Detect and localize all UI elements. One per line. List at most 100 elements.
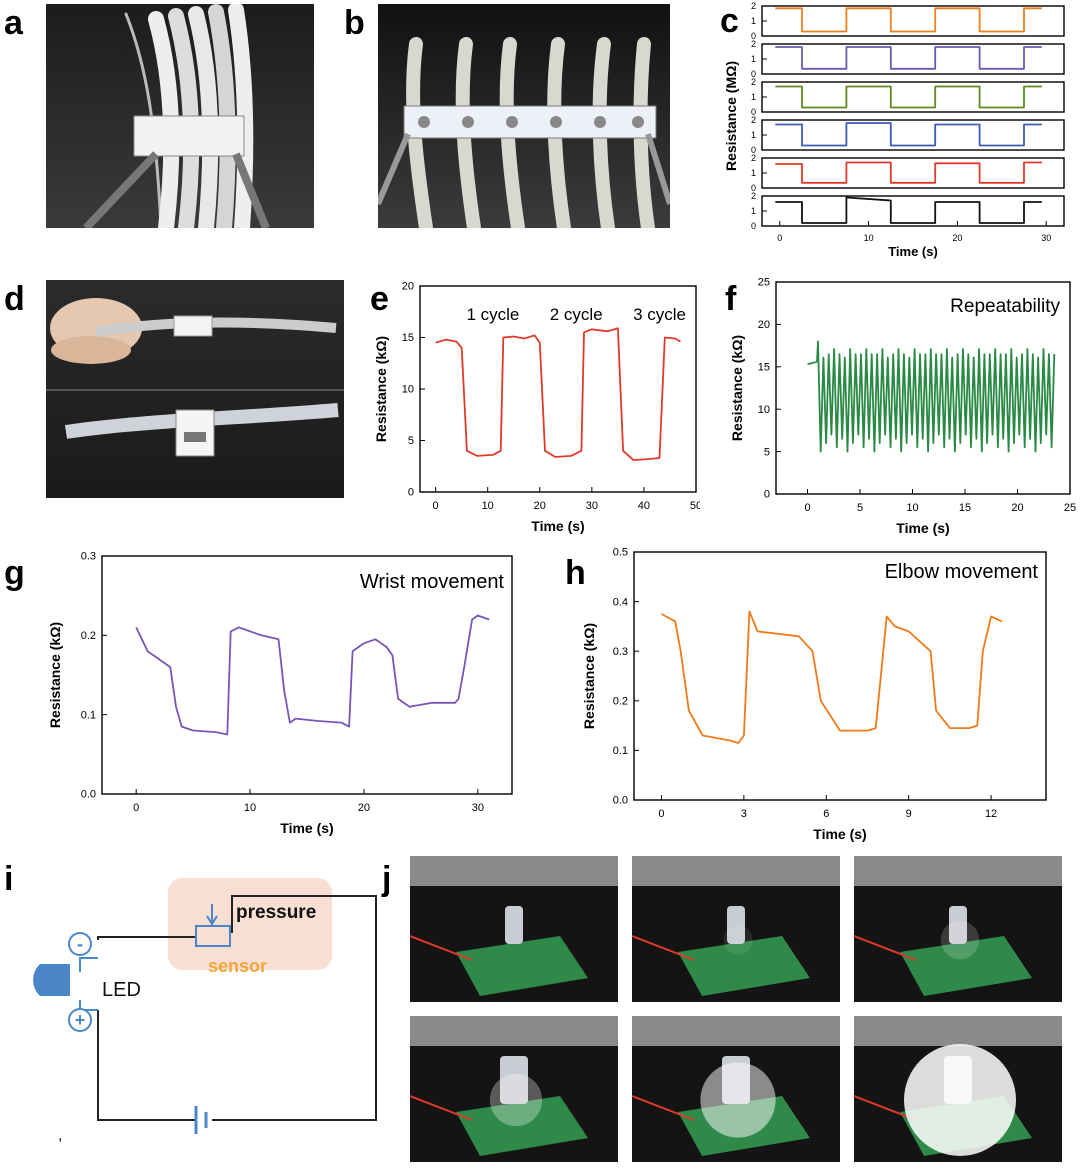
y-tick-label: 5 <box>764 446 770 458</box>
led-photo-2 <box>631 856 840 1002</box>
x-tick-label: 9 <box>906 808 912 820</box>
y-axis-label: Resistance (MΩ) <box>723 61 739 171</box>
y-tick-label: 10 <box>402 384 414 396</box>
circuit-diagram: - + pressure sensor LED , <box>0 860 390 1160</box>
stray-comma: , <box>58 1127 62 1144</box>
x-axis-label: Time (s) <box>896 520 949 536</box>
y-tick-label: 0.0 <box>613 795 628 807</box>
y-tick-label: 0 <box>751 69 756 79</box>
y-tick-label: 10 <box>758 404 770 416</box>
x-tick-label: 10 <box>864 233 874 243</box>
y-tick-label: 25 <box>758 277 770 289</box>
bench-equipment <box>854 856 1062 886</box>
y-tick-label: 0 <box>751 107 756 117</box>
red-wire <box>853 1095 917 1121</box>
x-tick-label: 50 <box>690 500 700 512</box>
y-tick-label: 0.3 <box>81 551 96 563</box>
y-tick-label: 0.1 <box>613 745 628 757</box>
bench-equipment <box>632 856 840 886</box>
red-wire <box>409 935 473 961</box>
series-line-red <box>435 327 681 462</box>
chart-annotation: Elbow movement <box>885 561 1039 583</box>
y-tick-label: 2 <box>751 191 756 201</box>
weight <box>505 906 523 944</box>
x-axis-label: Time (s) <box>280 820 333 836</box>
y-tick-label: 5 <box>408 435 414 447</box>
series-line-olive <box>775 85 1042 109</box>
led-glow <box>489 1073 543 1127</box>
y-tick-label: 2 <box>751 1 756 11</box>
led-glow <box>904 1044 1016 1156</box>
series-line-red <box>775 161 1042 184</box>
chart-annotation: Repeatability <box>950 296 1060 317</box>
x-tick-label: 20 <box>952 233 962 243</box>
plus-label: + <box>75 1010 86 1030</box>
panel-label-d: d <box>4 280 25 318</box>
minus-terminal-icon <box>68 932 92 956</box>
sensor-label: sensor <box>208 956 267 976</box>
cycle-annotation: 1 cycle <box>466 305 519 324</box>
x-tick-label: 15 <box>959 502 971 514</box>
cycle-annotation: 2 cycle <box>550 305 603 324</box>
bench-equipment <box>410 1016 618 1046</box>
y-tick-label: 1 <box>751 92 756 102</box>
series-line-violet <box>135 614 490 736</box>
y-axis-label: Resistance (kΩ) <box>47 622 63 728</box>
y-tick-label: 1 <box>751 16 756 26</box>
y-tick-label: 0.3 <box>613 646 628 658</box>
y-tick-label: 0.5 <box>613 547 628 559</box>
red-wire <box>631 1095 695 1121</box>
y-tick-label: 20 <box>402 281 414 293</box>
red-wire <box>631 935 695 961</box>
plot-frame <box>775 281 1071 495</box>
bench-equipment <box>410 856 618 886</box>
x-tick-label: 30 <box>586 500 598 512</box>
y-tick-label: 2 <box>751 39 756 49</box>
series-line-orange <box>775 7 1042 33</box>
x-tick-label: 12 <box>985 808 997 820</box>
series-line-purple <box>775 46 1042 70</box>
y-tick-label: 0 <box>751 31 756 41</box>
y-tick-label: 1 <box>751 54 756 64</box>
y-tick-label: 0.0 <box>81 789 96 801</box>
weight <box>500 1056 528 1104</box>
panel-label-f: f <box>725 280 737 318</box>
weight <box>727 906 745 944</box>
y-tick-label: 0.2 <box>613 695 628 707</box>
pressure-label: pressure <box>236 902 316 923</box>
photo-d-sensor-views <box>46 280 344 498</box>
series-line-orange <box>661 610 1003 744</box>
y-axis-label: Resistance (kΩ) <box>581 623 597 729</box>
panel-label-g: g <box>4 554 25 592</box>
x-tick-label: 0 <box>658 808 664 820</box>
led-icon <box>33 964 70 996</box>
panel-label-a: a <box>4 4 23 42</box>
x-tick-label: 0 <box>133 802 139 814</box>
plot-frame <box>633 551 1047 801</box>
panel-label-i: i <box>4 860 14 898</box>
y-tick-label: 0.4 <box>613 596 628 608</box>
y-tick-label: 0.2 <box>81 630 96 642</box>
x-tick-label: 20 <box>534 500 546 512</box>
x-tick-label: 0 <box>777 233 782 243</box>
led-glow <box>940 920 980 960</box>
x-axis-label: Time (s) <box>813 826 866 842</box>
pcb-board <box>456 936 588 996</box>
y-axis-label: Resistance (kΩ) <box>729 335 745 441</box>
x-tick-label: 6 <box>823 808 829 820</box>
y-tick-label: 1 <box>751 168 756 178</box>
chart-annotation: Wrist movement <box>360 571 505 593</box>
led-glow <box>723 925 753 955</box>
x-tick-label: 30 <box>472 802 484 814</box>
plus-terminal-icon <box>68 1008 92 1032</box>
pcb-board <box>900 936 1032 996</box>
series-line-blue <box>775 122 1042 147</box>
x-axis-label: Time (s) <box>531 518 584 534</box>
bench-equipment <box>854 1016 1062 1046</box>
photo-b-strip-array <box>378 4 670 228</box>
panel-label-b: b <box>344 4 365 42</box>
panel-label-c: c <box>720 2 739 40</box>
y-tick-label: 0 <box>764 489 770 501</box>
